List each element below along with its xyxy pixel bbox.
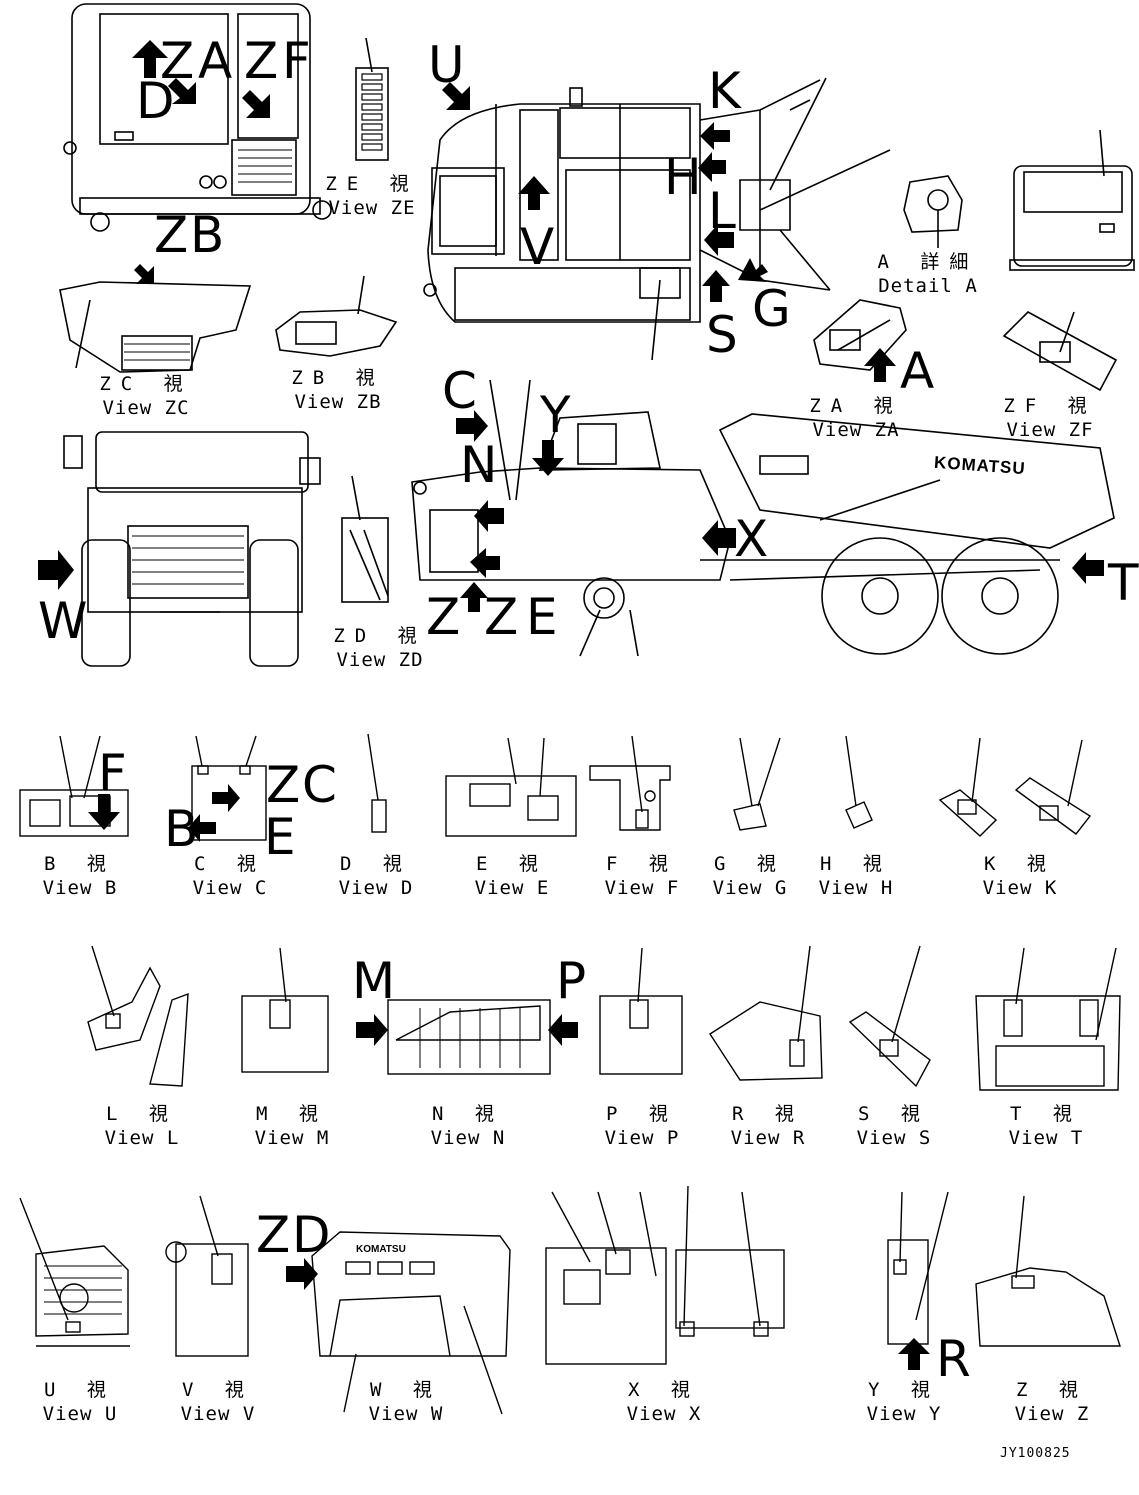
marker-z-zf: Z	[244, 32, 279, 90]
row3-details	[19, 1185, 1121, 1415]
detail-a	[903, 175, 963, 248]
view-zf-cab	[1009, 129, 1135, 271]
row1-details	[19, 733, 1092, 841]
marker-b-zb: B	[190, 206, 225, 264]
front-view-truck	[63, 431, 321, 667]
marker-z-low: Z	[426, 588, 461, 646]
marker-z-zb: Z	[154, 206, 189, 264]
marker-e-small: E	[264, 808, 296, 866]
side-view-truck	[411, 379, 1115, 657]
view-za	[813, 299, 907, 371]
marker-e-ze: E	[526, 588, 558, 646]
top-plan-view	[423, 77, 891, 361]
marker-a-za: A	[198, 32, 233, 90]
marker-n: N	[460, 436, 498, 494]
marker-f-zf: F	[282, 32, 311, 90]
view-zb	[275, 275, 398, 357]
marker-c-zc: C	[302, 756, 337, 814]
marker-w: W	[38, 592, 88, 650]
marker-z-ze: Z	[484, 588, 519, 646]
view-zf-plate	[1002, 311, 1118, 392]
view-zd	[341, 475, 389, 603]
view-ze-plate	[355, 37, 389, 161]
view-zc	[59, 281, 252, 373]
marker-r: R	[936, 1330, 971, 1388]
marker-g: G	[752, 280, 791, 338]
marker-u: U	[428, 36, 465, 94]
marker-d-zd: D	[292, 1206, 331, 1264]
marker-z-zd: Z	[256, 1206, 291, 1264]
marker-f-small: F	[98, 744, 127, 802]
brand-logo-front: KOMATSU	[356, 1244, 406, 1255]
marker-a: A	[900, 342, 935, 400]
marker-x: X	[734, 510, 769, 568]
marker-h: H	[664, 148, 702, 206]
marker-z-zc: Z	[266, 756, 301, 814]
drawing-code: JY100825	[1000, 1446, 1071, 1461]
marker-l: L	[708, 182, 736, 240]
marker-c: C	[442, 362, 477, 420]
row2-details	[87, 945, 1121, 1091]
marker-m: M	[352, 952, 396, 1010]
cab-view-top-left	[63, 3, 332, 232]
marker-z-za: Z	[160, 32, 195, 90]
direction-arrows	[38, 40, 1104, 1370]
marker-t: T	[1108, 554, 1139, 612]
marker-s: S	[706, 306, 738, 364]
marker-d: D	[136, 72, 175, 130]
marker-y: Y	[540, 386, 571, 444]
marker-k: K	[708, 62, 741, 120]
marker-p: P	[556, 952, 587, 1010]
marker-v: V	[520, 218, 555, 276]
marker-b-small: B	[164, 800, 199, 858]
